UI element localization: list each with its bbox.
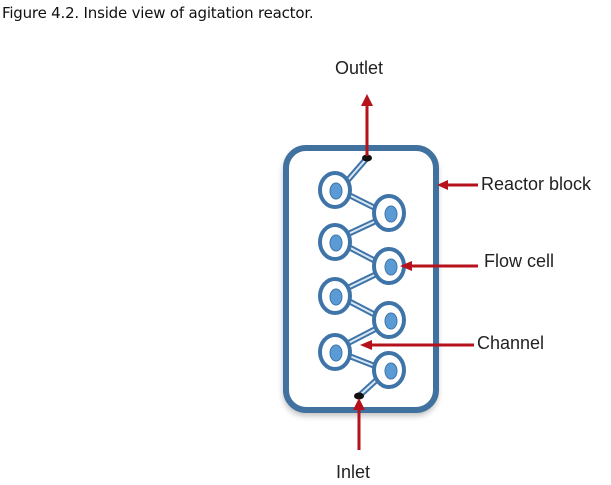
figure-label: Figure 4.2 (2, 4, 75, 22)
flow-cell (318, 277, 352, 315)
flow-cell (372, 194, 406, 232)
outlet-arrow (361, 94, 373, 156)
flow-cell (372, 247, 406, 285)
figure-caption: Figure 4.2. Inside view of agitation rea… (2, 4, 314, 22)
channel-label: Channel (477, 333, 544, 353)
outlet-port (362, 154, 372, 162)
inlet-label: Inlet (336, 462, 370, 482)
figure-caption-text: . Inside view of agitation reactor. (74, 4, 314, 22)
inlet-port (354, 392, 364, 400)
flow-cell-label: Flow cell (484, 251, 554, 271)
channel-arrow (360, 340, 474, 350)
outlet-label: Outlet (335, 58, 383, 78)
reactor-block-label: Reactor block (481, 174, 592, 194)
flow-cell (318, 171, 352, 209)
flow-cell (318, 333, 352, 371)
flow-cell (372, 351, 406, 389)
flow-cell (372, 301, 406, 339)
reactor-block-arrow (437, 180, 478, 190)
inlet-arrow (353, 398, 365, 450)
flow-cell-arrow (400, 261, 478, 271)
flow-cell (318, 223, 352, 261)
flow-cells (318, 171, 406, 389)
